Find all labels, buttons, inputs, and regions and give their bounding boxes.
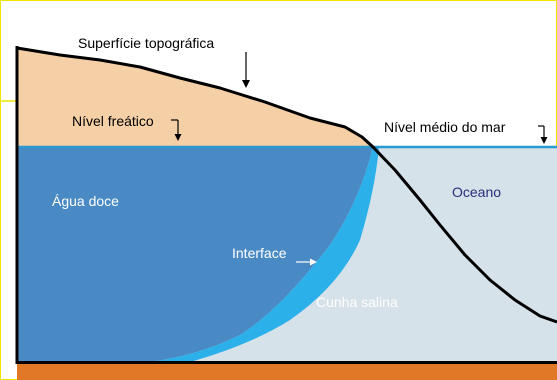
mean-sea-level-label: Nível médio do mar [384, 119, 505, 135]
sea-level-arrow-head [541, 137, 548, 144]
bedrock [17, 362, 557, 380]
fresh-water-label: Água doce [52, 193, 119, 209]
interface-label: Interface [232, 245, 286, 261]
saline-wedge-label: Cunha salina [316, 294, 398, 310]
surface-arrow-head [242, 80, 250, 88]
water-table-label: Nível freático [72, 113, 154, 129]
surface-label: Superfície topográfica [78, 35, 214, 51]
land-area [17, 48, 373, 147]
ocean-label: Oceano [452, 184, 501, 200]
